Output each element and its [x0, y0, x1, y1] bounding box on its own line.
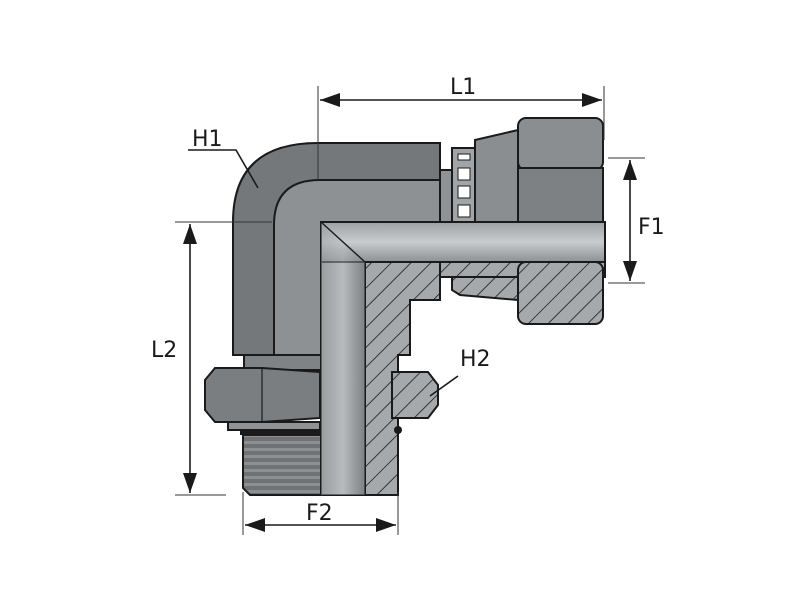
- dimension-f1: F1: [608, 157, 665, 284]
- label-f2: F2: [306, 501, 333, 526]
- leader-h2: H2: [429, 347, 491, 397]
- dimension-l1: L1: [317, 75, 605, 180]
- label-l1: L1: [450, 75, 476, 100]
- horizontal-tube: [320, 221, 606, 263]
- o-ring: [240, 430, 320, 435]
- swivel-nut: [517, 117, 604, 325]
- label-h1: H1: [192, 127, 223, 152]
- dimension-f2: F2: [242, 492, 399, 535]
- dimension-l2: L2: [151, 221, 272, 496]
- label-l2: L2: [151, 338, 177, 363]
- lock-nut: [204, 367, 321, 431]
- leader-h1: H1: [188, 127, 259, 189]
- bonded-seal: [391, 371, 439, 434]
- label-h2: H2: [460, 347, 491, 372]
- label-f1: F1: [638, 215, 665, 240]
- stud-thread: [242, 434, 322, 496]
- retaining-ring: [439, 128, 519, 302]
